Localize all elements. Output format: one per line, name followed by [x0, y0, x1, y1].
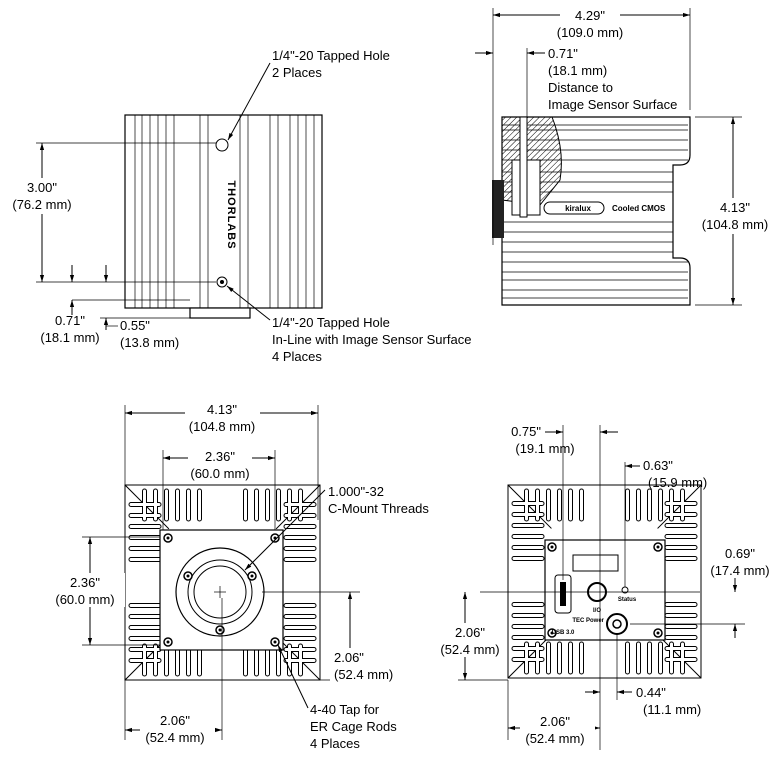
bottom-left-view: 4.13" (104.8 mm) 2.36" (60.0 mm) 2.36" (… [45, 402, 429, 751]
bottom-right-view: USB 3.0 I/O Status TEC Power 0.75" (19.1… [440, 424, 770, 750]
dim-offset-a-mm: (18.1 mm) [40, 330, 99, 345]
callout-thread-line1: 1.000"-32 [328, 484, 384, 499]
dim-height-mm: (104.8 mm) [702, 217, 768, 232]
dim-center-v-inch: 2.06" [455, 625, 485, 640]
dim-plate-width-mm: (60.0 mm) [190, 466, 249, 481]
c-mount-thread-icon [187, 559, 253, 625]
dim-plate-height-inch: 2.36" [70, 575, 100, 590]
callout-tap-line3: 4 Places [310, 736, 360, 751]
tec-label: TEC Power [572, 618, 604, 624]
camera-body-side [124, 114, 323, 309]
dim-status-v-mm: (17.4 mm) [710, 563, 769, 578]
kiralux-logo [543, 201, 605, 215]
usb-label: USB 3.0 [552, 630, 575, 636]
dim-usb-mm: (19.1 mm) [515, 441, 574, 456]
dim-tec-inch: 0.44" [636, 685, 666, 700]
dim-status-inch: 0.63" [643, 458, 673, 473]
dim-length-mm: (109.0 mm) [557, 25, 623, 40]
corner-fin [275, 484, 321, 530]
top-right-view: kiralux Cooled CMOS 4.29" (109.0 mm) 0.7… [475, 6, 780, 306]
heatsink-fins [507, 484, 702, 679]
corner-fin [124, 484, 170, 530]
dim-status-v-inch: 0.69" [725, 546, 755, 561]
dim-center-v-mm: (52.4 mm) [334, 667, 393, 682]
heatsink-fins [124, 484, 321, 681]
bottom-mount [189, 307, 251, 319]
dim-sensor-line3: Distance to [548, 80, 613, 95]
dim-width-inch: 4.13" [207, 402, 237, 417]
c-mount-flange [492, 180, 504, 238]
corner-fin [657, 484, 702, 529]
corner-fin [507, 484, 552, 529]
dim-center-v-mm: (52.4 mm) [440, 642, 499, 657]
dim-height-inch: 3.00" [27, 180, 57, 195]
dim-sensor-inch: 0.71" [548, 46, 578, 61]
dim-center-h-inch: 2.06" [160, 713, 190, 728]
callout-tap-line2: ER Cage Rods [310, 719, 397, 734]
dim-width-mm: (104.8 mm) [189, 419, 255, 434]
callout-bottom-line2: In-Line with Image Sensor Surface [272, 332, 471, 347]
dim-length-inch: 4.29" [575, 8, 605, 23]
dim-height-inch: 4.13" [720, 200, 750, 215]
callout-top-line2: 2 Places [272, 65, 322, 80]
callout-top-line1: 1/4"-20 Tapped Hole [272, 48, 390, 63]
dim-center-h-inch: 2.06" [540, 714, 570, 729]
dim-plate-width-inch: 2.36" [205, 449, 235, 464]
dim-sensor-line4: Image Sensor Surface [548, 97, 677, 112]
heatsink-outline [507, 484, 702, 679]
dim-plate-height-mm: (60.0 mm) [55, 592, 114, 607]
dim-tec-mm: (11.1 mm) [643, 702, 701, 717]
corner-fin [657, 634, 702, 679]
screw-icons [547, 542, 663, 638]
tapped-hole-icon [215, 138, 229, 152]
callout-bottom-line3: 4 Places [272, 349, 322, 364]
dim-status-mm: (15.9 mm) [648, 475, 707, 490]
corner-fin [507, 634, 552, 679]
tapped-hole-icon [216, 276, 228, 288]
logo-text: kiralux [565, 204, 591, 213]
top-left-view: THORLABS 3.00" (76.2 mm) 0.71" (18.1 mm)… [8, 48, 471, 364]
callout-tap-line1: 4-40 Tap for [310, 702, 380, 717]
body-fins [502, 124, 688, 299]
body-fins [134, 115, 315, 308]
dim-center-h-mm: (52.4 mm) [525, 731, 584, 746]
io-label: I/O [593, 608, 601, 614]
dim-height-mm: (76.2 mm) [12, 197, 71, 212]
dim-center-v-inch: 2.06" [334, 650, 364, 665]
serial-label [572, 554, 619, 572]
brand-label: THORLABS [225, 180, 237, 249]
dim-usb-inch: 0.75" [511, 424, 541, 439]
product-label: Cooled CMOS [612, 204, 666, 213]
status-label: Status [618, 597, 637, 603]
callout-bottom-line1: 1/4"-20 Tapped Hole [272, 315, 390, 330]
dim-offset-b-mm: (13.8 mm) [120, 335, 179, 350]
dim-offset-a-inch: 0.71" [55, 313, 85, 328]
dim-center-h-mm: (52.4 mm) [145, 730, 204, 745]
dim-offset-b-inch: 0.55" [120, 318, 150, 333]
callout-thread-line2: C-Mount Threads [328, 501, 429, 516]
dim-sensor-mm: (18.1 mm) [548, 63, 607, 78]
